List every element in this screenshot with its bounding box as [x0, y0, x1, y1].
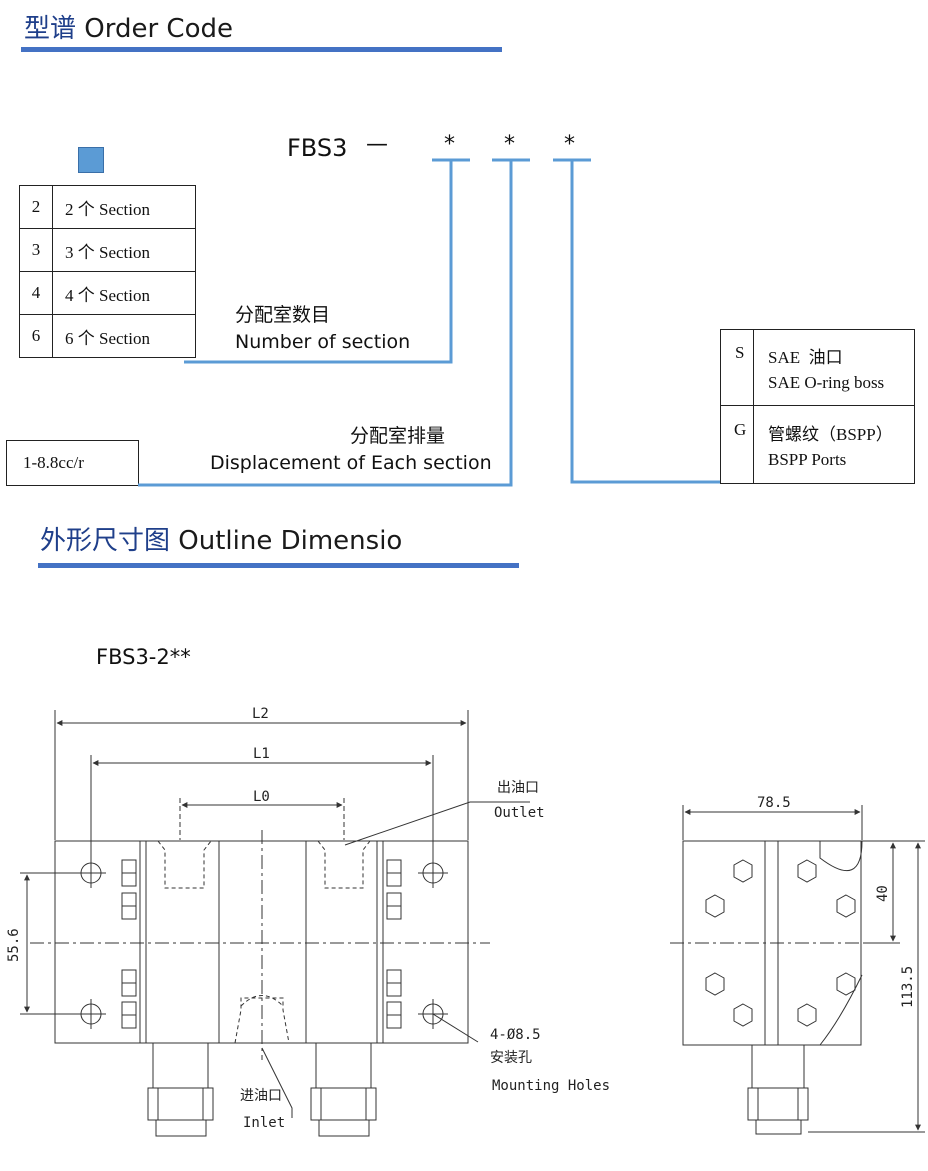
code-star-3: * — [564, 132, 575, 157]
section-code: 6 — [19, 314, 53, 358]
section-code: 4 — [19, 271, 53, 315]
dim-40: 40 — [875, 885, 891, 902]
sections-row: 6 6 个 Section — [19, 314, 196, 358]
section-label: 6 个 Section — [52, 314, 196, 358]
inlet-cn: 进油口 — [240, 1088, 282, 1104]
number-of-section-cn: 分配室数目 — [235, 304, 331, 326]
displacement-value-box: 1-8.8cc/r — [6, 440, 139, 486]
order-code-heading: 型谱 Order Code — [24, 8, 233, 45]
outlet-en: Outlet — [494, 805, 545, 821]
inlet-en: Inlet — [243, 1115, 285, 1131]
number-of-section-en: Number of section — [235, 331, 411, 353]
outline-heading: 外形尺寸图 Outline Dimensio — [40, 520, 402, 557]
port-code-s: S — [735, 343, 745, 362]
section-label: 4 个 Section — [52, 271, 196, 315]
holes-spec: 4-Ø8.5 — [490, 1027, 541, 1043]
model-code: FBS3 — [287, 134, 348, 162]
holes-en: Mounting Holes — [492, 1078, 610, 1094]
displacement-en: Displacement of Each section — [210, 452, 492, 474]
sections-row: 4 4 个 Section — [19, 271, 196, 315]
port-g-line1: 管螺纹（BSPP） — [768, 425, 893, 444]
dim-78-5: 78.5 — [757, 795, 791, 811]
outline-heading-en: Outline Dimensio — [178, 526, 403, 556]
blue-square-marker — [78, 147, 104, 173]
sections-row: 3 3 个 Section — [19, 228, 196, 272]
port-g-line2: BSPP Ports — [768, 450, 847, 469]
outline-drawing: L2 L1 L0 55.6 78.5 40 113.5 出油口 Outlet 进… — [6, 706, 925, 1137]
code-star-2: * — [504, 132, 515, 157]
dim-113-5: 113.5 — [900, 966, 916, 1008]
code-star-1: * — [444, 132, 455, 157]
port-s-line1: SAE 油口 — [768, 348, 843, 367]
section-code: 3 — [19, 228, 53, 272]
outline-model-label: FBS3-2** — [96, 645, 191, 669]
section-code: 2 — [19, 185, 53, 229]
port-code-g: G — [734, 420, 747, 439]
displacement-cn: 分配室排量 — [350, 425, 446, 447]
holes-cn: 安装孔 — [490, 1050, 532, 1066]
dim-l1: L1 — [253, 746, 270, 762]
order-code-leaders — [138, 158, 720, 487]
section-label: 3 个 Section — [52, 228, 196, 272]
outlet-cn: 出油口 — [497, 780, 539, 796]
displacement-value: 1-8.8cc/r — [23, 453, 84, 472]
dim-l0: L0 — [253, 789, 270, 805]
order-code-underline — [21, 47, 502, 52]
outline-underline — [38, 563, 519, 568]
port-s-line2: SAE O-ring boss — [768, 373, 885, 392]
dim-55-6: 55.6 — [6, 928, 22, 962]
outline-heading-cn: 外形尺寸图 — [40, 526, 171, 556]
order-code-heading-cn: 型谱 — [24, 14, 77, 44]
sections-table: 2 2 个 Section 3 3 个 Section 4 4 个 Sectio… — [19, 185, 196, 358]
ports-table: S SAE 油口 SAE O-ring boss G 管螺纹（BSPP） BSP… — [720, 329, 915, 484]
order-code-heading-en: Order Code — [84, 14, 233, 44]
model-dash: — — [366, 132, 388, 157]
dim-l2: L2 — [252, 706, 269, 722]
